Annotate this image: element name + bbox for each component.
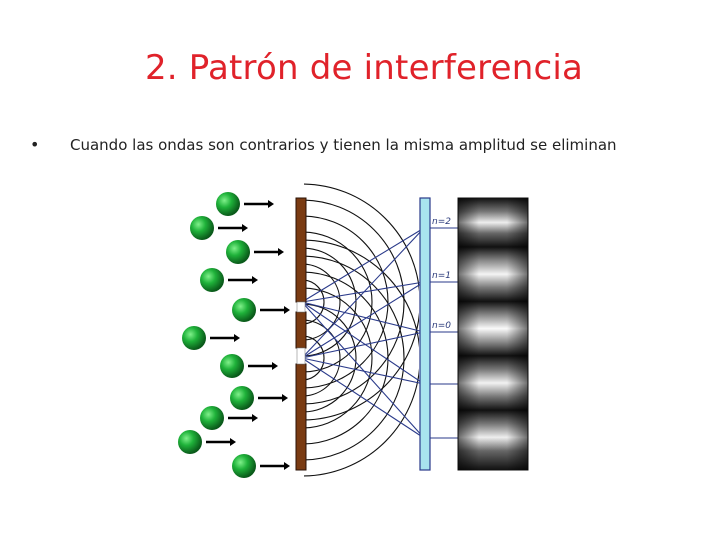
bullet-item: • Cuando las ondas son contrarios y tien… [30,132,720,158]
double-slit-barrier [295,197,307,471]
wavefront-slit-bottom [304,239,419,477]
particle [230,386,288,410]
interference-illustration: n=2 n=1 n=0 [178,183,529,478]
bullet-text: Cuando las ondas son contrarios y tienen… [70,136,617,154]
slide-title: 2. Patrón de interferencia [144,48,584,88]
particle [226,240,284,264]
particle [182,326,240,350]
particle [178,430,236,454]
particle [190,216,248,240]
particle [200,268,258,292]
particle [216,192,274,216]
order-label-n0: n=0 [432,321,451,331]
order-label-n2: n=2 [432,217,451,227]
wavefronts [304,183,419,477]
interference-fringe-pattern [457,197,529,471]
double-slit-diagram: n=2 n=1 n=0 [170,180,550,480]
particle [220,354,278,378]
wavefront-slit-top [304,183,419,421]
particle-group [178,192,290,478]
particle [232,298,290,322]
observation-screen [419,197,431,471]
rays [301,227,425,439]
particle [232,454,290,478]
particle [200,406,258,430]
bullet-marker: • [30,135,40,154]
order-label-n1: n=1 [432,271,451,281]
